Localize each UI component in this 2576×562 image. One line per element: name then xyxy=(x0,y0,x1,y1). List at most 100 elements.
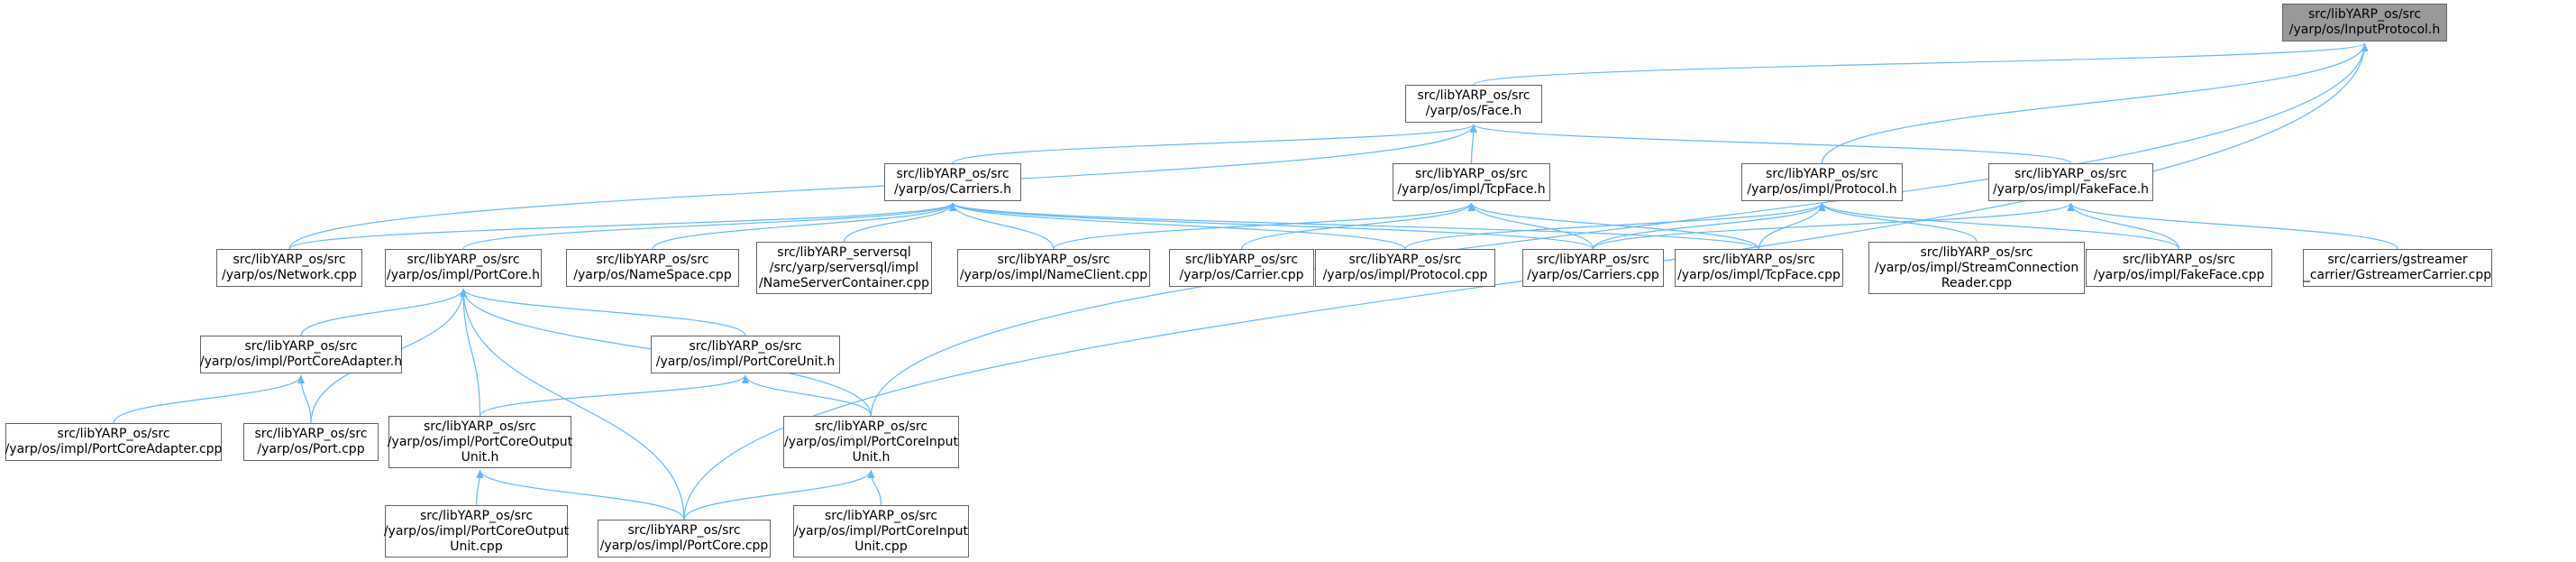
node-label-line: /src/yarp/serversql/impl xyxy=(769,260,919,275)
file-node-tcpface-h[interactable]: src/libYARP_os/src/yarp/os/impl/TcpFace.… xyxy=(1393,163,1550,201)
node-label-line: Unit.cpp xyxy=(854,539,908,554)
node-label-line: _carrier/GstreamerCarrier.cpp xyxy=(2303,268,2492,282)
file-node-portcore-cpp[interactable]: src/libYARP_os/src/yarp/os/impl/PortCore… xyxy=(598,520,771,557)
dependency-edge xyxy=(1470,124,2072,164)
dependency-edge xyxy=(1592,202,2075,250)
dependency-edge xyxy=(949,202,1055,250)
node-label-line: /yarp/os/impl/PortCoreAdapter.h xyxy=(199,355,403,369)
dependency-edge xyxy=(949,202,1594,250)
file-node-carriers-h[interactable]: src/libYARP_os/src/yarp/os/Carriers.h xyxy=(884,163,1021,201)
file-node-protocol-cpp[interactable]: src/libYARP_os/src/yarp/os/impl/Protocol… xyxy=(1315,249,1495,287)
node-label-line: /yarp/os/impl/PortCoreInput xyxy=(794,523,968,539)
node-label-line: /yarp/os/impl/PortCore.h xyxy=(386,268,541,282)
dependency-edge xyxy=(476,469,685,521)
file-node-fakeface-cpp[interactable]: src/libYARP_os/src/yarp/os/impl/FakeFace… xyxy=(2086,249,2272,287)
node-label-line: /yarp/os/impl/PortCoreOutput xyxy=(387,434,573,449)
dependency-edge xyxy=(1053,202,1475,250)
dependency-edge xyxy=(2067,202,2398,250)
node-label-line: src/libYARP_os/src xyxy=(2014,167,2128,181)
node-label-line: src/libYARP_os/src xyxy=(627,523,741,538)
node-label-line: src/libYARP_os/src xyxy=(896,167,1009,181)
file-node-portcoreinputunit-h[interactable]: src/libYARP_os/src/yarp/os/impl/PortCore… xyxy=(783,416,959,468)
node-label-line: Unit.cpp xyxy=(450,539,503,554)
file-node-portcoreoutputunit-h[interactable]: src/libYARP_os/src/yarp/os/impl/PortCore… xyxy=(387,416,573,468)
file-node-nameclient-cpp[interactable]: src/libYARP_os/src/yarp/os/impl/NameClie… xyxy=(957,249,1150,287)
dependency-edge xyxy=(952,124,1477,164)
node-label-line: Reader.cpp xyxy=(1941,275,2013,290)
dependency-edge xyxy=(300,288,467,336)
file-node-portcoreadapter-h[interactable]: src/libYARP_os/src/yarp/os/impl/PortCore… xyxy=(200,336,402,373)
dependency-edge xyxy=(460,288,746,336)
node-label-line: /yarp/os/impl/PortCoreUnit.h xyxy=(655,355,836,369)
node-label-line: src/libYARP_os/src xyxy=(689,339,802,354)
dependency-edge xyxy=(479,374,749,417)
node-label-line: /yarp/os/impl/FakeFace.cpp xyxy=(2093,268,2265,282)
node-label-line: /yarp/os/impl/PortCore.cpp xyxy=(599,539,769,553)
node-label-line: /NameServerContainer.cpp xyxy=(759,275,929,290)
node-label-line: /yarp/os/impl/TcpFace.cpp xyxy=(1677,268,1841,282)
node-label-line: /yarp/os/impl/PortCoreOutput xyxy=(383,523,570,539)
dependency-edge xyxy=(843,202,956,243)
dependency-edge xyxy=(1469,124,1477,164)
dependency-edge xyxy=(462,202,956,250)
node-label-line: /yarp/os/Network.cpp xyxy=(222,268,357,282)
file-node-fakeface-h[interactable]: src/libYARP_os/src/yarp/os/impl/FakeFace… xyxy=(1988,163,2153,201)
node-label-line: src/libYARP_os/src xyxy=(423,419,537,434)
dependency-edge xyxy=(297,374,312,424)
node-label-line: /yarp/os/Carriers.cpp xyxy=(1527,268,1659,282)
dependency-edge xyxy=(867,469,882,506)
node-label-line: /yarp/os/Face.h xyxy=(1425,104,1522,118)
node-label-line: /yarp/os/Port.cpp xyxy=(257,442,365,456)
dependency-edge xyxy=(870,42,2369,417)
dependency-edge xyxy=(288,124,1477,250)
node-label-line: Unit.h xyxy=(461,449,499,465)
node-label-line: src/libYARP_os/src xyxy=(824,508,938,523)
dependency-edge xyxy=(1240,202,1475,250)
file-node-nameservercontainer-cpp[interactable]: src/libYARP_serversql/src/yarp/serversql… xyxy=(756,242,932,294)
dependency-edge xyxy=(949,202,1406,250)
node-label-line: /yarp/os/Carriers.h xyxy=(893,182,1011,197)
edge-layer xyxy=(113,42,2398,521)
file-node-carrier-cpp[interactable]: src/libYARP_os/src/yarp/os/Carrier.cpp xyxy=(1169,249,1314,287)
file-node-carriers-cpp[interactable]: src/libYARP_os/src/yarp/os/Carriers.cpp xyxy=(1522,249,1664,287)
node-label-line: src/libYARP_os/src xyxy=(997,253,1110,267)
dependency-edge xyxy=(288,202,956,250)
file-node-portcore-h[interactable]: src/libYARP_os/src/yarp/os/impl/PortCore… xyxy=(385,249,542,287)
file-node-namespace-cpp[interactable]: src/libYARP_os/src/yarp/os/NameSpace.cpp xyxy=(566,249,739,287)
node-label-line: src/libYARP_os/src xyxy=(1536,253,1650,267)
node-label-line: /yarp/os/impl/Protocol.h xyxy=(1747,182,1897,197)
current-file-node: src/libYARP_os/src/yarp/os/InputProtocol… xyxy=(2282,4,2447,41)
node-label-line: /yarp/os/NameSpace.cpp xyxy=(573,268,732,282)
node-label-line: src/libYARP_os/src xyxy=(244,339,358,354)
node-label-line: src/libYARP_os/src xyxy=(1348,253,1462,267)
file-node-protocol-h[interactable]: src/libYARP_os/src/yarp/os/impl/Protocol… xyxy=(1741,163,1903,201)
dependency-edge xyxy=(475,469,484,506)
file-node-tcpface-cpp[interactable]: src/libYARP_os/src/yarp/os/impl/TcpFace.… xyxy=(1675,249,1843,287)
file-node-gstreamercarrier-cpp[interactable]: src/carriers/gstreamer_carrier/Gstreamer… xyxy=(2303,249,2492,287)
node-label-line: /yarp/os/InputProtocol.h xyxy=(2288,23,2441,37)
node-label-line: src/libYARP_os/src xyxy=(1417,88,1530,103)
node-label-line: /yarp/os/impl/FakeFace.h xyxy=(1992,182,2150,197)
dependency-edge xyxy=(742,374,872,417)
node-label-line: src/libYARP_os/src xyxy=(1765,167,1879,181)
dependency-edge xyxy=(1467,202,1594,250)
file-node-port-cpp[interactable]: src/libYARP_os/src/yarp/os/Port.cpp xyxy=(243,423,379,461)
dependency-edge xyxy=(1818,202,2180,250)
file-node-portcoreunit-h[interactable]: src/libYARP_os/src/yarp/os/impl/PortCore… xyxy=(651,336,840,373)
node-label-line: src/libYARP_os/src xyxy=(814,419,928,434)
dependency-edge xyxy=(1592,202,1826,250)
file-node-portcoreadapter-cpp[interactable]: src/libYARP_os/src/yarp/os/impl/PortCore… xyxy=(5,423,222,461)
node-label-line: src/libYARP_os/src xyxy=(2307,7,2422,22)
node-label-line: src/libYARP_os/src xyxy=(57,427,170,441)
file-node-face-h[interactable]: src/libYARP_os/src/yarp/os/Face.h xyxy=(1405,85,1542,123)
node-label-line: /yarp/os/impl/Protocol.cpp xyxy=(1322,268,1488,282)
node-label-line: /yarp/os/impl/StreamConnection xyxy=(1874,260,2079,275)
file-node-network-cpp[interactable]: src/libYARP_os/src/yarp/os/Network.cpp xyxy=(216,249,362,287)
file-node-portcoreinputunit-cpp[interactable]: src/libYARP_os/src/yarp/os/impl/PortCore… xyxy=(793,505,969,557)
file-node-portcoreoutputunit-cpp[interactable]: src/libYARP_os/src/yarp/os/impl/PortCore… xyxy=(383,505,570,557)
file-node-streamconnectionreader-cpp[interactable]: src/libYARP_os/src/yarp/os/impl/StreamCo… xyxy=(1868,242,2085,294)
dependency-edge xyxy=(460,288,685,521)
dependency-edge xyxy=(2067,202,2180,250)
node-label-line: src/libYARP_os/src xyxy=(233,253,346,267)
